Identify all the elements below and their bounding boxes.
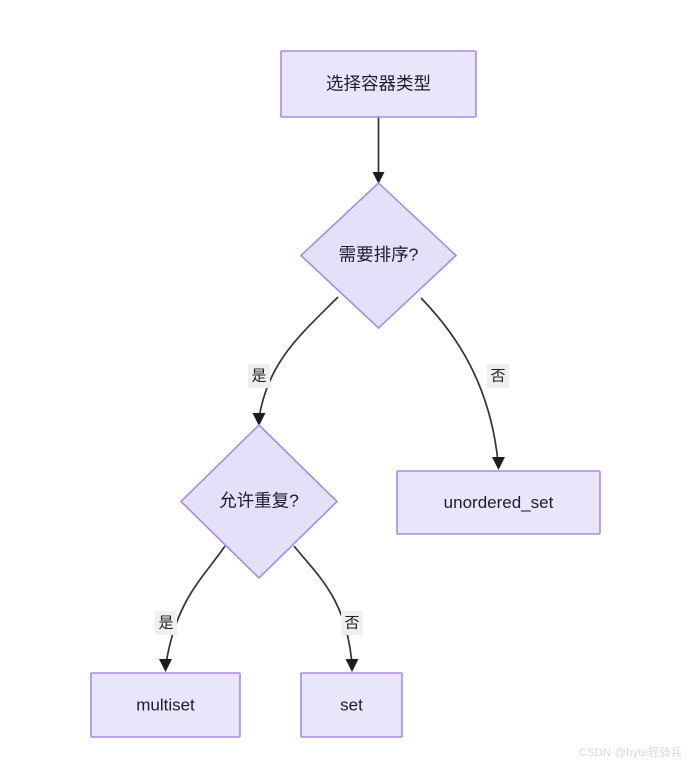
edge-path: [420, 297, 499, 463]
node-set[interactable]: set: [300, 672, 403, 738]
edge-label-background: [341, 611, 363, 635]
node-allow-duplicates[interactable]: 允许重复?: [179, 423, 339, 580]
edge-label-yes-sorted: 是: [251, 367, 266, 384]
edge-allow-dup-to-multiset: 是: [155, 545, 226, 672]
edge-start-to-need-sort: [372, 117, 385, 184]
edge-label-background: [248, 364, 270, 388]
node-label-unordered-set: unordered_set: [444, 493, 554, 512]
edge-label-yes-duplicates: 是: [158, 614, 173, 631]
node-label-need-sort: 需要排序?: [339, 245, 419, 265]
edge-need-sort-to-allow-dup: 是: [248, 296, 339, 426]
node-label-multiset: multiset: [136, 695, 195, 714]
arrowhead-icon: [345, 659, 359, 672]
edge-label-background: [155, 611, 177, 635]
node-shape-rect: [280, 50, 477, 118]
edge-path: [165, 545, 226, 665]
node-shape-rect: [396, 470, 601, 535]
node-unordered-set[interactable]: unordered_set: [396, 470, 601, 535]
arrowhead-icon: [372, 172, 385, 184]
arrowhead-icon: [252, 413, 266, 426]
arrowhead-icon: [492, 457, 505, 470]
node-label-allow-duplicates: 允许重复?: [219, 491, 299, 511]
node-label-set: set: [340, 695, 363, 714]
node-shape-diamond: [179, 423, 339, 580]
edge-label-no-duplicates: 否: [344, 614, 359, 631]
node-label-start: 选择容器类型: [326, 74, 431, 94]
node-shape-diamond: [299, 181, 458, 330]
node-need-sort[interactable]: 需要排序?: [299, 181, 458, 330]
node-multiset[interactable]: multiset: [90, 672, 241, 738]
edge-need-sort-to-unordered-set: 否: [420, 297, 509, 470]
node-shape-rect: [90, 672, 241, 738]
node-shape-rect: [300, 672, 403, 738]
node-start[interactable]: 选择容器类型: [280, 50, 477, 118]
edge-path: [293, 545, 353, 665]
arrowhead-icon: [159, 659, 172, 672]
edge-allow-dup-to-set: 否: [293, 545, 363, 672]
watermark-text: CSDN @byte轻骑兵: [578, 747, 682, 759]
edge-label-background: [487, 364, 509, 388]
edge-label-no-unsorted: 否: [490, 367, 505, 384]
edge-path: [258, 296, 339, 419]
